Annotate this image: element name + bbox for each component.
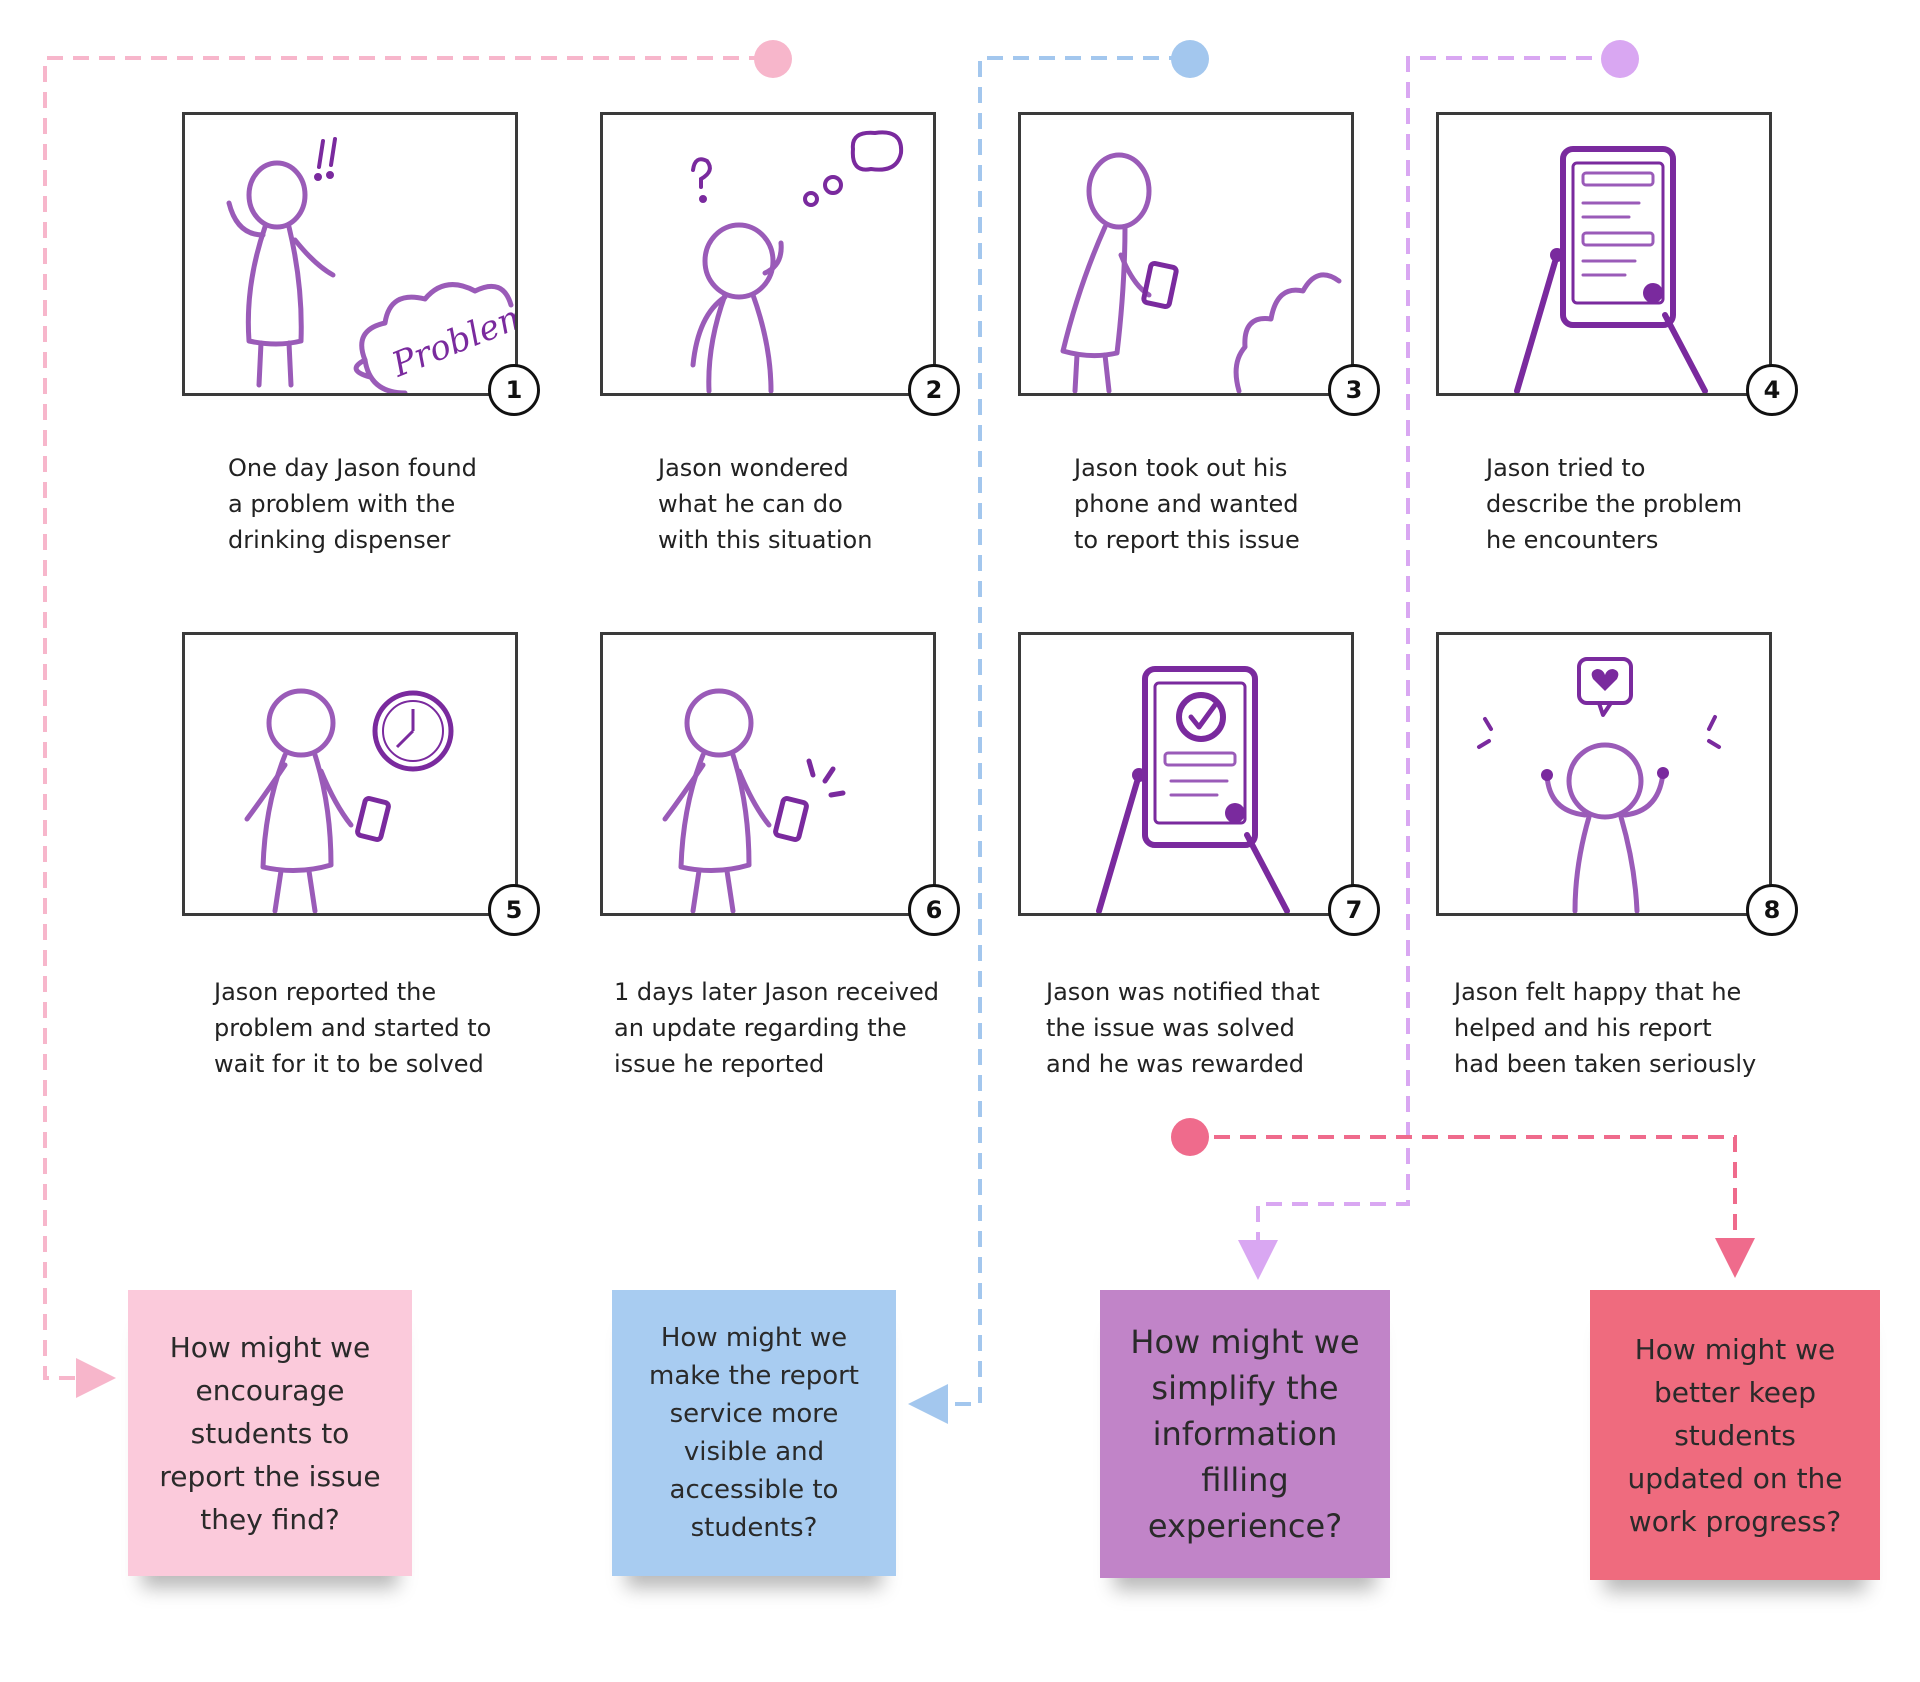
caption-line: had been taken seriously (1454, 1050, 1757, 1078)
note-line: simplify the (1151, 1369, 1339, 1407)
panel-caption-6: 1 days later Jason received an update re… (614, 974, 939, 1082)
storyboard-panel-2 (600, 112, 936, 396)
storyboard-panel-3 (1018, 112, 1354, 396)
connector-dot-blue (1171, 40, 1209, 78)
storyboard-panel-6 (600, 632, 936, 916)
panel-caption-2: Jason wondered what he can do with this … (658, 450, 978, 558)
caption-line: an update regarding the (614, 1014, 907, 1042)
note-line: students? (690, 1513, 818, 1543)
note-line: How might we (169, 1330, 371, 1364)
panel-number-6: 6 (908, 884, 960, 936)
caption-line: 1 days later Jason received (614, 978, 939, 1006)
note-line: report the issue (159, 1459, 381, 1493)
caption-line: helped and his report (1454, 1014, 1712, 1042)
connector-lilac (1238, 56, 1618, 1280)
panel-number-8: 8 (1746, 884, 1798, 936)
connector-dot-lilac (1601, 40, 1639, 78)
caption-line: phone and wanted (1074, 490, 1299, 518)
note-line: How might we (1130, 1323, 1360, 1361)
panel-caption-5: Jason reported the problem and started t… (214, 974, 534, 1082)
panel-caption-1: One day Jason found a problem with the d… (228, 450, 548, 558)
connector-dot-pink (754, 40, 792, 78)
caption-line: Jason tried to (1486, 454, 1646, 482)
note-line: filling (1201, 1461, 1289, 1499)
note-line: updated on the (1627, 1461, 1843, 1495)
panel-caption-8: Jason felt happy that he helped and his … (1454, 974, 1774, 1082)
caption-line: Jason wondered (658, 454, 849, 482)
sketch-person-taking-phone (1060, 152, 1342, 393)
note-line: students (1674, 1418, 1796, 1452)
note-line: experience? (1147, 1507, 1343, 1545)
storyboard-panel-1: Problem (182, 112, 518, 396)
panel-number-7: 7 (1328, 884, 1380, 936)
note-line: they find? (200, 1502, 340, 1536)
note-line: visible and (683, 1437, 825, 1467)
storyboard-panel-8 (1436, 632, 1772, 916)
note-line: information (1152, 1415, 1338, 1453)
caption-line: One day Jason found (228, 454, 477, 482)
note-line: accessible to (669, 1475, 839, 1505)
panel-number-5: 5 (488, 884, 540, 936)
sketch-phone-checkmark (1096, 666, 1290, 913)
caption-line: the issue was solved (1046, 1014, 1295, 1042)
caption-line: Jason took out his (1074, 454, 1288, 482)
sticky-note-simplify: How might we simplify the information fi… (1100, 1290, 1390, 1578)
sticky-note-encourage: How might we encourage students to repor… (128, 1290, 412, 1576)
note-line: students to (190, 1416, 350, 1450)
panel-number-4: 4 (1746, 364, 1798, 416)
panel-number-1: 1 (488, 364, 540, 416)
panel-caption-7: Jason was notified that the issue was so… (1046, 974, 1366, 1082)
caption-line: Jason felt happy that he (1454, 978, 1742, 1006)
panel-caption-3: Jason took out his phone and wanted to r… (1074, 450, 1394, 558)
panel-number-3: 3 (1328, 364, 1380, 416)
caption-line: with this situation (658, 526, 873, 554)
storyboard-panel-4 (1436, 112, 1772, 396)
caption-line: he encounters (1486, 526, 1659, 554)
sketch-person-happy-heart (1477, 657, 1721, 913)
caption-line: a problem with the (228, 490, 456, 518)
note-line: work progress? (1628, 1504, 1842, 1538)
caption-line: Jason reported the (214, 978, 437, 1006)
note-line: service more (669, 1399, 839, 1429)
caption-line: describe the problem (1486, 490, 1743, 518)
storyboard-panel-5 (182, 632, 518, 916)
note-line: How might we (1634, 1332, 1836, 1366)
note-line: make the report (649, 1361, 859, 1391)
caption-line: and he was rewarded (1046, 1050, 1304, 1078)
caption-line: wait for it to be solved (214, 1050, 484, 1078)
sketch-person-finds-problem: Problem (226, 137, 515, 393)
caption-line: drinking dispenser (228, 526, 451, 554)
caption-line: to report this issue (1074, 526, 1300, 554)
caption-line: what he can do (658, 490, 843, 518)
storyboard-panel-7 (1018, 632, 1354, 916)
sticky-note-visibility: How might we make the report service mor… (612, 1290, 896, 1576)
sticky-note-updates: How might we better keep students update… (1590, 1290, 1880, 1580)
sketch-person-wondering (690, 130, 904, 393)
connector-coral (1188, 1135, 1755, 1278)
connector-dot-coral (1171, 1118, 1209, 1156)
caption-line: problem and started to (214, 1014, 492, 1042)
sketch-person-waiting-clock (244, 688, 454, 913)
caption-line: issue he reported (614, 1050, 825, 1078)
note-line: better keep (1653, 1375, 1817, 1409)
panel-caption-4: Jason tried to describe the problem he e… (1486, 450, 1806, 558)
note-line: How might we (660, 1323, 848, 1353)
panel-number-2: 2 (908, 364, 960, 416)
sketch-phone-form (1514, 146, 1708, 393)
connector-pink (43, 56, 765, 1398)
note-line: encourage (195, 1373, 345, 1407)
caption-line: Jason was notified that (1046, 978, 1320, 1006)
sketch-person-phone-notification (662, 688, 846, 913)
